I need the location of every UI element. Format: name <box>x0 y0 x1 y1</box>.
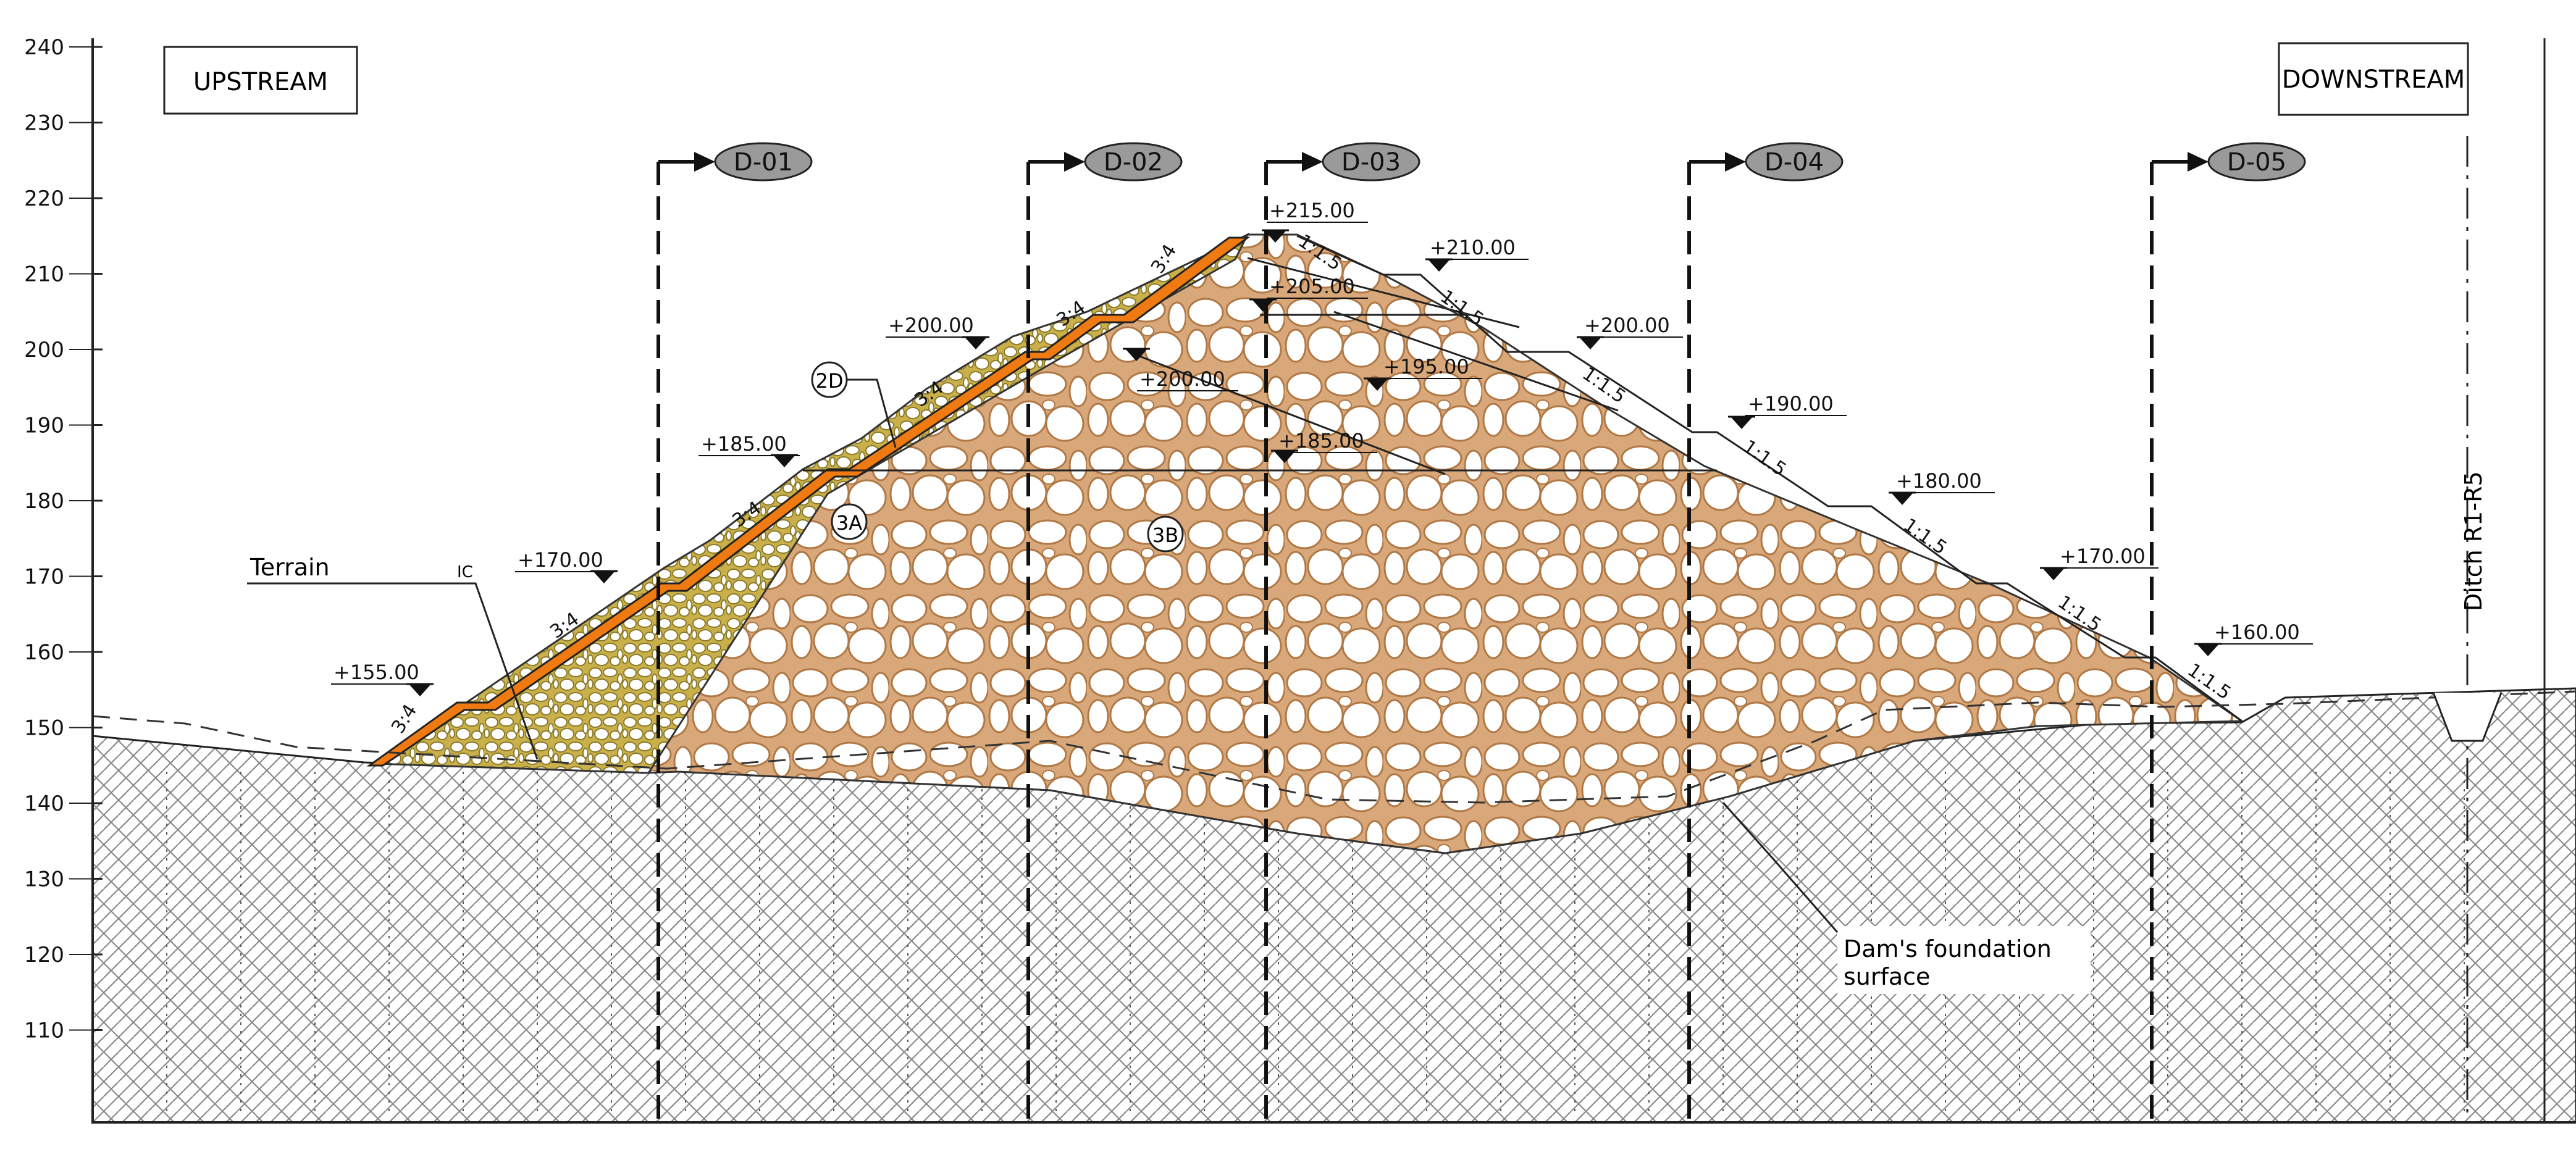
y-tick-label: 130 <box>24 867 64 892</box>
y-tick-200: 200 <box>24 338 103 362</box>
zone-3a-tag: 3A <box>831 503 868 540</box>
elevation-label: +200.00 <box>1584 314 1670 337</box>
terrain-callout: Terrain IC <box>247 554 539 760</box>
y-tick-150: 150 <box>24 716 103 741</box>
elevation-e185_up: +185.00 <box>699 432 800 467</box>
elevation-label: +155.00 <box>334 661 419 684</box>
y-tick-label: 110 <box>24 1019 64 1043</box>
ditch-marker: Ditch R1-R5 <box>2432 136 2503 1122</box>
elevation-e195: +195.00 <box>1364 355 1482 391</box>
y-tick-230: 230 <box>24 111 103 136</box>
terrain-label: Terrain <box>250 554 330 581</box>
elevation-label: +170.00 <box>518 548 603 572</box>
elevation-e185_in: +185.00 <box>1271 429 1377 463</box>
elevation-e210: +210.00 <box>1425 236 1529 272</box>
y-tick-label: 240 <box>24 35 64 60</box>
y-tick-label: 160 <box>24 640 64 665</box>
original-ground-dashed <box>92 690 2576 804</box>
elevation-label: +200.00 <box>888 314 974 337</box>
elevation-e205: +205.00 <box>1249 275 1368 312</box>
foundation-label-line2: surface <box>1844 963 1930 990</box>
section-label: D-02 <box>1104 148 1163 177</box>
zone-boundaries <box>803 257 1717 475</box>
elevation-label: +190.00 <box>1748 392 1834 415</box>
section-label: D-04 <box>1764 148 1824 177</box>
y-axis-ticks: 240 230 220 210 200 190 180 170 160 150 140 130 120 1… <box>24 35 103 1043</box>
y-tick-label: 180 <box>24 489 64 514</box>
y-tick-140: 140 <box>24 791 103 816</box>
section-label: D-05 <box>2227 148 2286 177</box>
zone-2d-tag: 2D <box>811 361 897 448</box>
downstream-slope <box>1296 235 2242 722</box>
y-tick-label: 200 <box>24 338 64 362</box>
upstream-facing <box>366 236 1251 767</box>
elevation-e190: +190.00 <box>1728 392 1847 429</box>
elevation-e170_dn: +170.00 <box>2040 545 2159 580</box>
downstream-box: DOWNSTREAM <box>2278 42 2469 116</box>
y-tick-label: 120 <box>24 943 64 967</box>
y-tick-170: 170 <box>24 565 103 590</box>
downstream-label: DOWNSTREAM <box>2282 65 2465 94</box>
upstream-label: UPSTREAM <box>193 68 328 96</box>
y-tick-130: 130 <box>24 867 103 892</box>
y-tick-label: 190 <box>24 414 64 438</box>
elevation-label: +170.00 <box>2060 545 2146 568</box>
elevation-label: +185.00 <box>1278 429 1364 453</box>
y-tick-190: 190 <box>24 414 103 438</box>
section-marker-d-02: D-02 <box>1026 142 1183 1122</box>
elevation-label: +200.00 <box>1139 367 1225 391</box>
elevation-label: +180.00 <box>1896 469 1982 493</box>
elevation-e200_dn: +200.00 <box>1577 314 1683 349</box>
y-tick-label: 220 <box>24 186 64 211</box>
elevation-label: +185.00 <box>701 432 787 456</box>
elevation-e200_up: +200.00 <box>886 314 989 349</box>
section-marker-d-01: D-01 <box>657 142 813 1122</box>
elevation-label: +205.00 <box>1269 275 1355 298</box>
elevation-e200_in: +200.00 <box>1123 348 1238 391</box>
y-tick-210: 210 <box>24 262 103 287</box>
y-tick-160: 160 <box>24 640 103 665</box>
y-tick-label: 150 <box>24 716 64 741</box>
y-tick-220: 220 <box>24 186 103 211</box>
y-axis <box>91 38 2576 1124</box>
foundation-label-line1: Dam's foundation <box>1844 935 2052 962</box>
section-label: D-03 <box>1341 148 1401 177</box>
elevation-e180: +180.00 <box>1889 469 1995 505</box>
section-label: D-01 <box>734 148 793 177</box>
ditch-label: Ditch R1-R5 <box>2460 471 2487 611</box>
y-tick-label: 140 <box>24 791 64 816</box>
elevation-label: +195.00 <box>1383 355 1469 378</box>
section-marker-d-05: D-05 <box>2150 142 2306 1122</box>
zone-3b-label: 3B <box>1152 524 1178 547</box>
elevation-e215: +215.00 <box>1262 199 1368 243</box>
y-tick-180: 180 <box>24 489 103 514</box>
foundation-callout: Dam's foundation surface <box>1722 802 2091 994</box>
elevation-marks: +215.00 +210.00 +205.00 +200.00 +200.00 +200.… <box>331 199 2313 696</box>
section-marker-d-03: D-03 <box>1264 142 1420 1122</box>
elevation-label: +215.00 <box>1269 199 1355 222</box>
elevation-e155: +155.00 <box>331 661 434 696</box>
elevation-label: +160.00 <box>2214 620 2300 644</box>
y-tick-240: 240 <box>24 35 103 60</box>
elevation-e170_up: +170.00 <box>515 548 618 583</box>
zone-tags: 2D 3A 3B <box>811 361 1184 553</box>
zone-2d-label: 2D <box>816 369 844 393</box>
y-tick-label: 210 <box>24 262 64 287</box>
ic-label: IC <box>457 563 473 582</box>
elevation-e160: +160.00 <box>2194 620 2313 656</box>
section-marker-d-04: D-04 <box>1687 142 1844 1122</box>
upstream-box: UPSTREAM <box>163 46 358 115</box>
section-markers: D-01 D-02 D-03 D-04 D-05 <box>657 142 2306 1122</box>
zone-3b-tag: 3B <box>1147 515 1184 553</box>
y-tick-label: 230 <box>24 111 64 136</box>
y-tick-120: 120 <box>24 943 103 967</box>
slope-down-4: 1:1.5 <box>1739 436 1790 481</box>
zone-3a-label: 3A <box>836 511 862 535</box>
y-tick-label: 170 <box>24 565 64 590</box>
elevation-label: +210.00 <box>1430 236 1516 259</box>
y-tick-110: 110 <box>24 1019 103 1043</box>
